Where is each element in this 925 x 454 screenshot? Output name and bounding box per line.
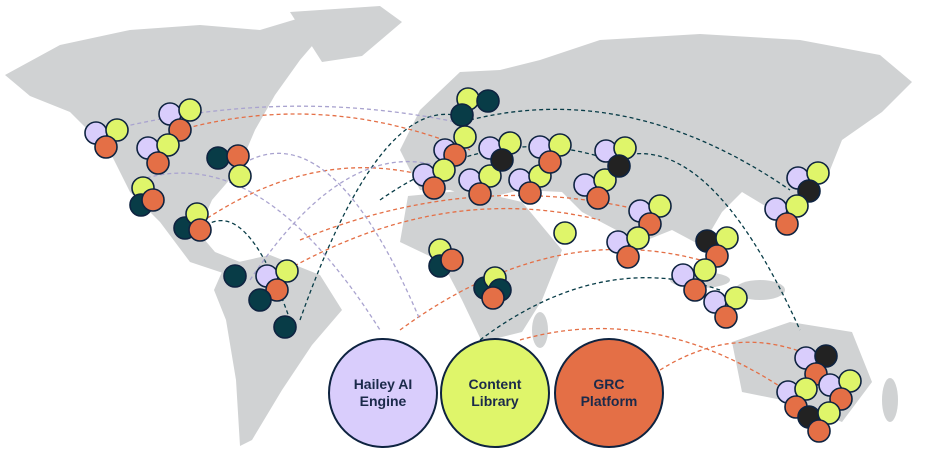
- location-dot: [146, 151, 170, 175]
- location-dot: [538, 150, 562, 174]
- location-dot: [490, 148, 514, 172]
- location-dot: [714, 305, 738, 329]
- landmass-greenland: [290, 6, 402, 62]
- location-dot: [156, 133, 180, 157]
- location-dot: [440, 248, 464, 272]
- location-dot: [518, 181, 542, 205]
- location-dot: [481, 286, 505, 310]
- connection-line: [179, 113, 471, 151]
- location-dot: [648, 194, 672, 218]
- location-dot: [188, 218, 212, 242]
- landmass-south-america: [214, 255, 342, 446]
- location-dot: [105, 118, 129, 142]
- hub-hailey-ai-engine: Hailey AI Engine: [328, 338, 438, 448]
- connection-line: [609, 152, 801, 331]
- location-dot: [468, 182, 492, 206]
- location-dot: [586, 186, 610, 210]
- connection-line: [109, 105, 471, 131]
- connection-line: [249, 161, 451, 281]
- location-dot: [553, 221, 577, 245]
- location-dot: [141, 188, 165, 212]
- location-dot: [775, 212, 799, 236]
- landmass-africa: [400, 190, 562, 342]
- hub-grc-platform: GRC Platform: [554, 338, 664, 448]
- location-dot: [432, 158, 456, 182]
- location-dot: [273, 315, 297, 339]
- location-dot: [817, 401, 841, 425]
- connection-line: [249, 152, 421, 321]
- location-dot: [275, 259, 299, 283]
- island: [532, 312, 548, 348]
- connection-line: [269, 207, 601, 281]
- location-dot: [248, 288, 272, 312]
- location-dot: [794, 377, 818, 401]
- hub-content-library: Content Library: [440, 338, 550, 448]
- location-dot: [94, 135, 118, 159]
- location-dot: [178, 98, 202, 122]
- location-dot: [450, 103, 474, 127]
- location-dot: [607, 154, 631, 178]
- connection-line: [299, 113, 471, 321]
- location-dot: [223, 264, 247, 288]
- island: [735, 280, 785, 300]
- location-dot: [814, 344, 838, 368]
- location-dot: [807, 419, 831, 443]
- location-dot: [785, 194, 809, 218]
- location-dot: [724, 286, 748, 310]
- location-dot: [476, 89, 500, 113]
- location-dot: [626, 226, 650, 250]
- location-dot: [206, 146, 230, 170]
- location-dot: [422, 176, 446, 200]
- location-dot: [715, 226, 739, 250]
- location-dot: [683, 278, 707, 302]
- connection-line: [519, 327, 801, 401]
- location-dot: [478, 164, 502, 188]
- location-dot: [228, 164, 252, 188]
- island: [882, 378, 898, 422]
- location-dot: [226, 144, 250, 168]
- location-dot: [453, 125, 477, 149]
- landmass-eurasia: [400, 34, 912, 246]
- connection-line: [469, 108, 791, 191]
- location-dot: [693, 258, 717, 282]
- location-dot: [616, 245, 640, 269]
- connection-line: [189, 167, 441, 231]
